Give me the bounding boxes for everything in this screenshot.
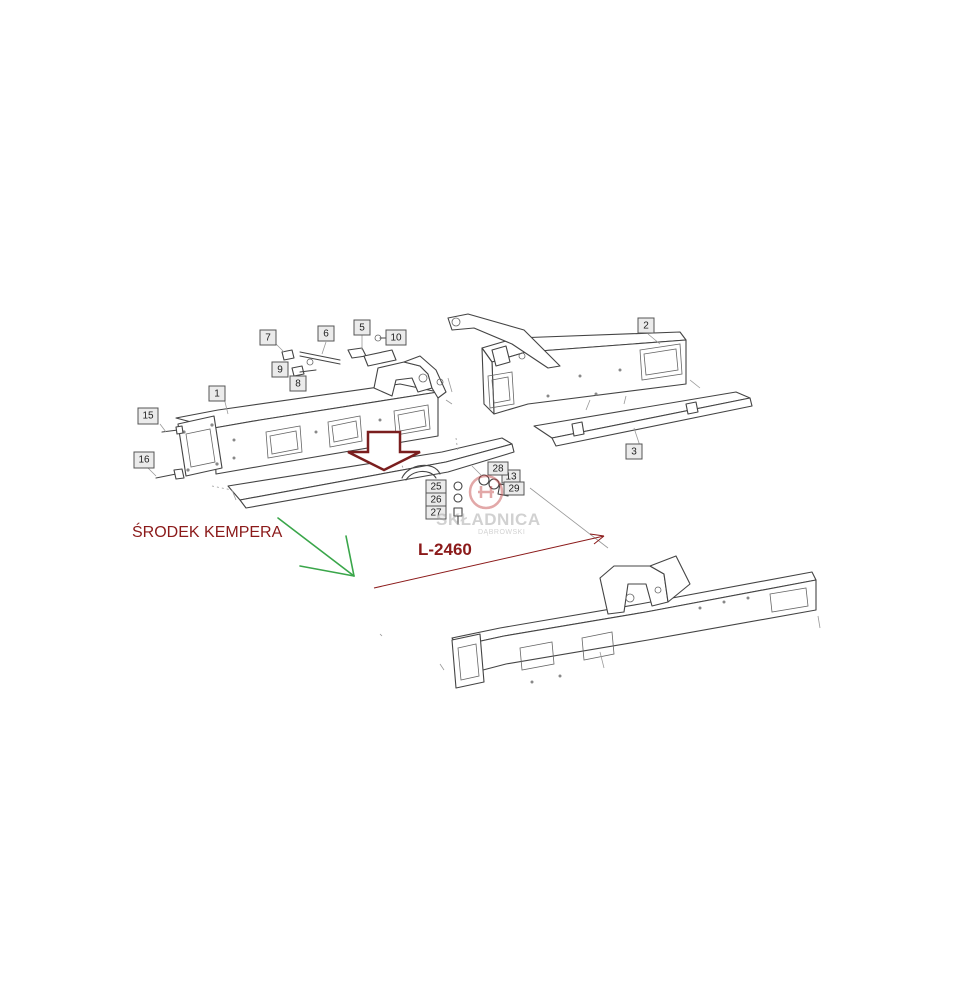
svg-text:16: 16 bbox=[138, 455, 150, 466]
svg-text:26: 26 bbox=[430, 495, 442, 506]
svg-text:29: 29 bbox=[508, 484, 520, 495]
svg-text:1: 1 bbox=[214, 389, 220, 400]
svg-text:6: 6 bbox=[323, 329, 329, 340]
callout-box-5: 5 bbox=[353, 319, 371, 336]
frame-beam-part-1 bbox=[175, 355, 453, 477]
watermark-name: SKŁADNICA bbox=[436, 510, 541, 529]
callout-box-15: 15 bbox=[137, 407, 159, 425]
callout-box-10: 10 bbox=[385, 329, 407, 346]
callout-box-7: 7 bbox=[259, 329, 277, 346]
callout-box-1: 1 bbox=[208, 385, 226, 402]
svg-text:5: 5 bbox=[359, 323, 365, 334]
watermark-logo-icon bbox=[468, 474, 504, 510]
green-pointer-arrow bbox=[277, 517, 355, 577]
bolt-set-25-29 bbox=[453, 465, 609, 549]
svg-text:10: 10 bbox=[390, 333, 402, 344]
skladnica-watermark: SKŁADNICA DĄBROWSKI bbox=[426, 470, 546, 540]
frame-beam-part-2 bbox=[447, 313, 701, 415]
svg-text:2: 2 bbox=[643, 321, 649, 332]
svg-text:27: 27 bbox=[430, 508, 442, 519]
callout-box-2: 2 bbox=[637, 317, 655, 334]
center-note-label: ŚRODEK KEMPERA bbox=[132, 524, 283, 541]
callout-box-29: 29 bbox=[503, 481, 525, 496]
callout-box-3: 3 bbox=[625, 443, 643, 460]
outlined-down-arrow bbox=[347, 430, 421, 472]
svg-text:3: 3 bbox=[631, 447, 637, 458]
svg-text:25: 25 bbox=[430, 482, 442, 493]
dimension-arrow bbox=[373, 533, 605, 589]
callout-box-6: 6 bbox=[317, 325, 335, 342]
hardware-pins-upper bbox=[147, 334, 397, 480]
svg-text:9: 9 bbox=[277, 365, 283, 376]
watermark-subtitle: DĄBROWSKI bbox=[478, 529, 526, 536]
callout-box-28: 28 bbox=[487, 461, 509, 476]
svg-text:28: 28 bbox=[492, 464, 504, 475]
lower-rail-plate bbox=[211, 437, 515, 509]
callout-box-16: 16 bbox=[133, 451, 155, 469]
svg-text:7: 7 bbox=[265, 333, 271, 344]
callout-box-27: 27 bbox=[425, 505, 447, 520]
callout-box-8: 8 bbox=[289, 375, 307, 392]
svg-text:8: 8 bbox=[295, 379, 301, 390]
svg-text:15: 15 bbox=[142, 411, 154, 422]
svg-text:13: 13 bbox=[505, 472, 517, 483]
dimension-label: L-2460 bbox=[418, 540, 472, 559]
rail-plate-part-3 bbox=[533, 391, 753, 447]
callout-box-9: 9 bbox=[271, 361, 289, 378]
assembled-frame bbox=[379, 555, 821, 689]
